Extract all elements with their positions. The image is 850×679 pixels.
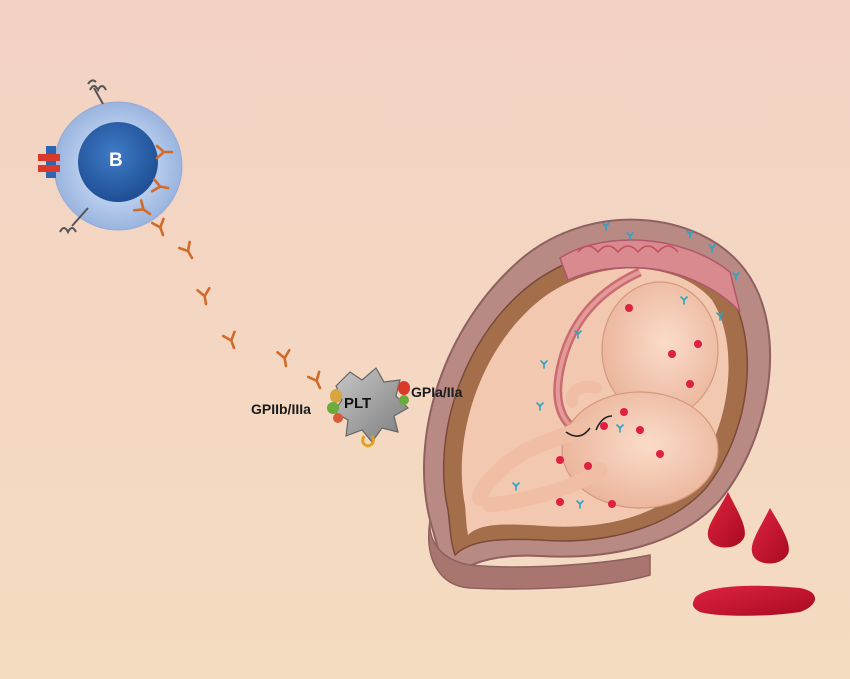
b-cell-label: B bbox=[109, 150, 123, 171]
platelet-label: PLT bbox=[344, 395, 372, 412]
gpiib-iiia-label: GPIIb/IIIa bbox=[251, 401, 311, 417]
fetus-in-uterus-icon bbox=[423, 218, 771, 590]
platelet-icon bbox=[327, 367, 410, 448]
blood-drops-icon bbox=[692, 492, 816, 616]
b-lymphocyte-icon bbox=[38, 79, 183, 235]
gpia-iia-label: GPIa/IIa bbox=[411, 384, 463, 400]
